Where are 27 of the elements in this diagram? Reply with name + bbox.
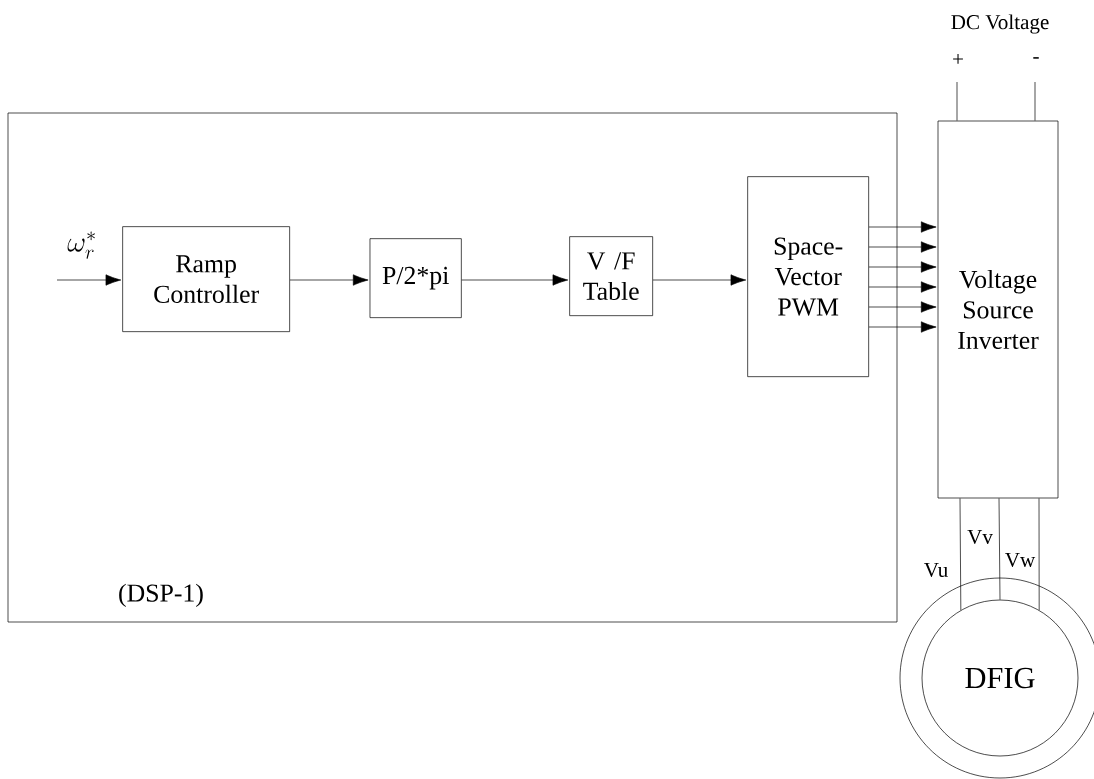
edge-label: Vv — [967, 529, 993, 545]
inverter-box: Voltage Source Inverter — [937, 120, 1059, 499]
arrow — [289, 274, 369, 286]
block-box: V /F Table — [569, 236, 653, 316]
input-arrow — [56, 274, 122, 286]
arrow — [652, 274, 747, 286]
edge-label: + — [953, 54, 963, 64]
supply-label: DC Voltage — [951, 14, 1049, 34]
block-box: Space-Vector PWM — [747, 176, 869, 377]
phase-line — [1038, 498, 1040, 611]
arrow — [868, 301, 937, 313]
arrow — [461, 274, 569, 286]
edge-label: Vu — [924, 562, 948, 578]
arrow — [868, 281, 937, 293]
edge-label: Vw — [1005, 552, 1036, 568]
arrow — [868, 321, 937, 333]
arrow — [868, 241, 937, 253]
phase-line — [998, 498, 1001, 600]
terminal-line — [1034, 81, 1036, 121]
arrow — [868, 261, 937, 273]
edge-label: - — [1033, 57, 1039, 59]
block-box: Ramp Controller — [122, 226, 290, 332]
arrow — [868, 221, 937, 233]
terminal-line — [956, 81, 958, 121]
block-box: P/2*pi — [369, 238, 462, 318]
phase-line — [959, 498, 962, 611]
input-label: $\omega_r^{*}$ — [67, 231, 95, 259]
